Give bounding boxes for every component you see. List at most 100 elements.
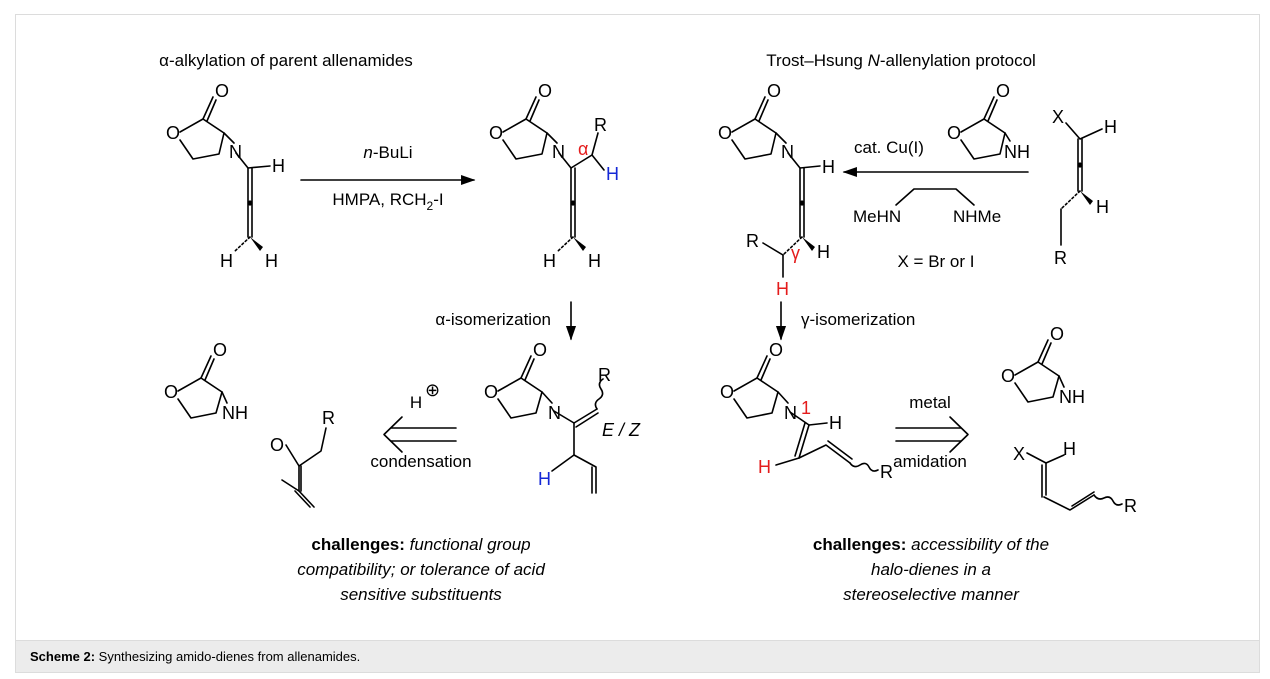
left-title: α-alkylation of parent allenamides <box>159 51 413 70</box>
atom-R: R <box>746 231 759 251</box>
amidation-label: amidation <box>893 452 967 471</box>
hmpa-prefix: HMPA, RCH <box>332 190 426 209</box>
right-challenges-line1: challenges: accessibility of the <box>813 535 1049 554</box>
figure-caption: Scheme 2: Synthesizing amido-dienes from… <box>15 640 1260 673</box>
atom-H: H <box>822 157 835 177</box>
atom-O: O <box>215 81 229 101</box>
atom-NH: NH <box>1004 142 1030 162</box>
left-challenges: challenges: functional group compatibili… <box>297 535 545 604</box>
atom-NH: NH <box>1059 387 1085 407</box>
atom-R: R <box>1054 248 1067 268</box>
atom-X: X <box>1013 444 1025 464</box>
right-challenges-heading: challenges: <box>813 535 907 554</box>
oxazolidinone-left: O O NH <box>164 340 248 423</box>
atom-H: H <box>1104 117 1117 137</box>
atom-H-red: H <box>758 457 771 477</box>
atom-O: O <box>996 81 1010 101</box>
vinyl-ketone: O R <box>270 408 335 508</box>
atom-O: O <box>718 123 732 143</box>
atom-H-blue: H <box>606 164 619 184</box>
nbuli-suffix: -BuLi <box>373 143 413 162</box>
oxazolidinone-right: O O NH <box>1001 324 1085 407</box>
atom-R: R <box>322 408 335 428</box>
atom-H: H <box>272 156 285 176</box>
haloallene: X H H R <box>1052 107 1117 268</box>
atom-N: N <box>784 403 797 423</box>
atom-O: O <box>166 123 180 143</box>
alpha-label: α <box>578 139 588 159</box>
right-challenges: challenges: accessibility of the halo-di… <box>813 535 1049 604</box>
atom-H: H <box>220 251 233 271</box>
alpha-alkylated-allenamide: O O N α R H H H <box>489 81 619 271</box>
diamine-bridge <box>895 188 975 206</box>
nbuli-prefix: n <box>363 143 372 162</box>
atom-H: H <box>265 251 278 271</box>
gamma-label: γ <box>791 243 800 263</box>
right-challenges-line2: halo-dienes in a <box>871 560 991 579</box>
caption-text: Synthesizing amido-dienes from allenamid… <box>95 649 361 664</box>
x-equals-label: X = Br or I <box>898 252 975 271</box>
atom-O: O <box>720 382 734 402</box>
h-plus-label: H <box>410 393 422 412</box>
atom-NH: NH <box>222 403 248 423</box>
atom-O: O <box>1001 366 1015 386</box>
atom-O: O <box>164 382 178 402</box>
atom-O: O <box>1050 324 1064 344</box>
left-challenges-text: functional group <box>405 535 531 554</box>
atom-O: O <box>538 81 552 101</box>
atom-H: H <box>588 251 601 271</box>
left-challenges-line1: challenges: functional group <box>311 535 530 554</box>
atom-O: O <box>213 340 227 360</box>
amido-diene-right: O O N 1 H H R <box>720 340 893 482</box>
alpha-isomerization-label: α-isomerization <box>435 310 551 329</box>
atom-R: R <box>1124 496 1137 516</box>
atom-O: O <box>484 382 498 402</box>
nhme-label: NHMe <box>953 207 1001 226</box>
atom-H-red: H <box>776 279 789 299</box>
right-title-italic: N <box>868 51 881 70</box>
hmpa-suffix: -I <box>433 190 443 209</box>
gamma-alkylated-allenamide: O O N H R γ H H <box>718 81 835 299</box>
metal-label: metal <box>909 393 951 412</box>
left-challenges-line3: sensitive substituents <box>340 585 502 604</box>
condensation-retro-arrow <box>383 416 457 453</box>
caption-label: Scheme 2: <box>30 649 96 664</box>
plus-icon: ⊕ <box>425 380 440 400</box>
atom-O: O <box>270 435 284 455</box>
atom-H: H <box>543 251 556 271</box>
atom-H: H <box>829 413 842 433</box>
halo-diene: X H R <box>1013 439 1137 516</box>
parent-allenamide: O O N H H H <box>166 81 285 271</box>
atom-H: H <box>1063 439 1076 459</box>
atom-N: N <box>781 142 794 162</box>
atom-O: O <box>533 340 547 360</box>
reaction-scheme: α-alkylation of parent allenamides Trost… <box>159 51 1137 604</box>
condensation-label: condensation <box>370 452 471 471</box>
left-challenges-heading: challenges: <box>311 535 405 554</box>
amidation-retro-arrow <box>895 416 969 453</box>
right-challenges-line3: stereoselective manner <box>843 585 1020 604</box>
right-title-suffix: -allenylation protocol <box>880 51 1036 70</box>
ez-amido-diene: O O N R E / Z H <box>484 340 641 494</box>
atom-X: X <box>1052 107 1064 127</box>
right-title-prefix: Trost–Hsung <box>766 51 867 70</box>
atom-O: O <box>769 340 783 360</box>
position-one-label: 1 <box>801 398 811 418</box>
right-challenges-text: accessibility of the <box>906 535 1049 554</box>
oxazolidinone-reagent: O O NH <box>947 81 1030 162</box>
cat-cu-label: cat. Cu(I) <box>854 138 924 157</box>
atom-H-blue: H <box>538 469 551 489</box>
scheme-figure: α-alkylation of parent allenamides Trost… <box>15 14 1260 640</box>
hmpa-label: HMPA, RCH2-I <box>332 190 443 213</box>
atom-N: N <box>548 403 561 423</box>
hmpa-subscript: 2 <box>427 199 434 213</box>
mehn-label: MeHN <box>853 207 901 226</box>
atom-R: R <box>880 462 893 482</box>
gamma-isomerization-label: γ-isomerization <box>801 310 915 329</box>
right-title: Trost–Hsung N-allenylation protocol <box>766 51 1036 70</box>
ez-label: E / Z <box>602 420 641 440</box>
atom-H: H <box>1096 197 1109 217</box>
atom-N: N <box>552 142 565 162</box>
atom-R: R <box>594 115 607 135</box>
left-challenges-line2: compatibility; or tolerance of acid <box>297 560 545 579</box>
